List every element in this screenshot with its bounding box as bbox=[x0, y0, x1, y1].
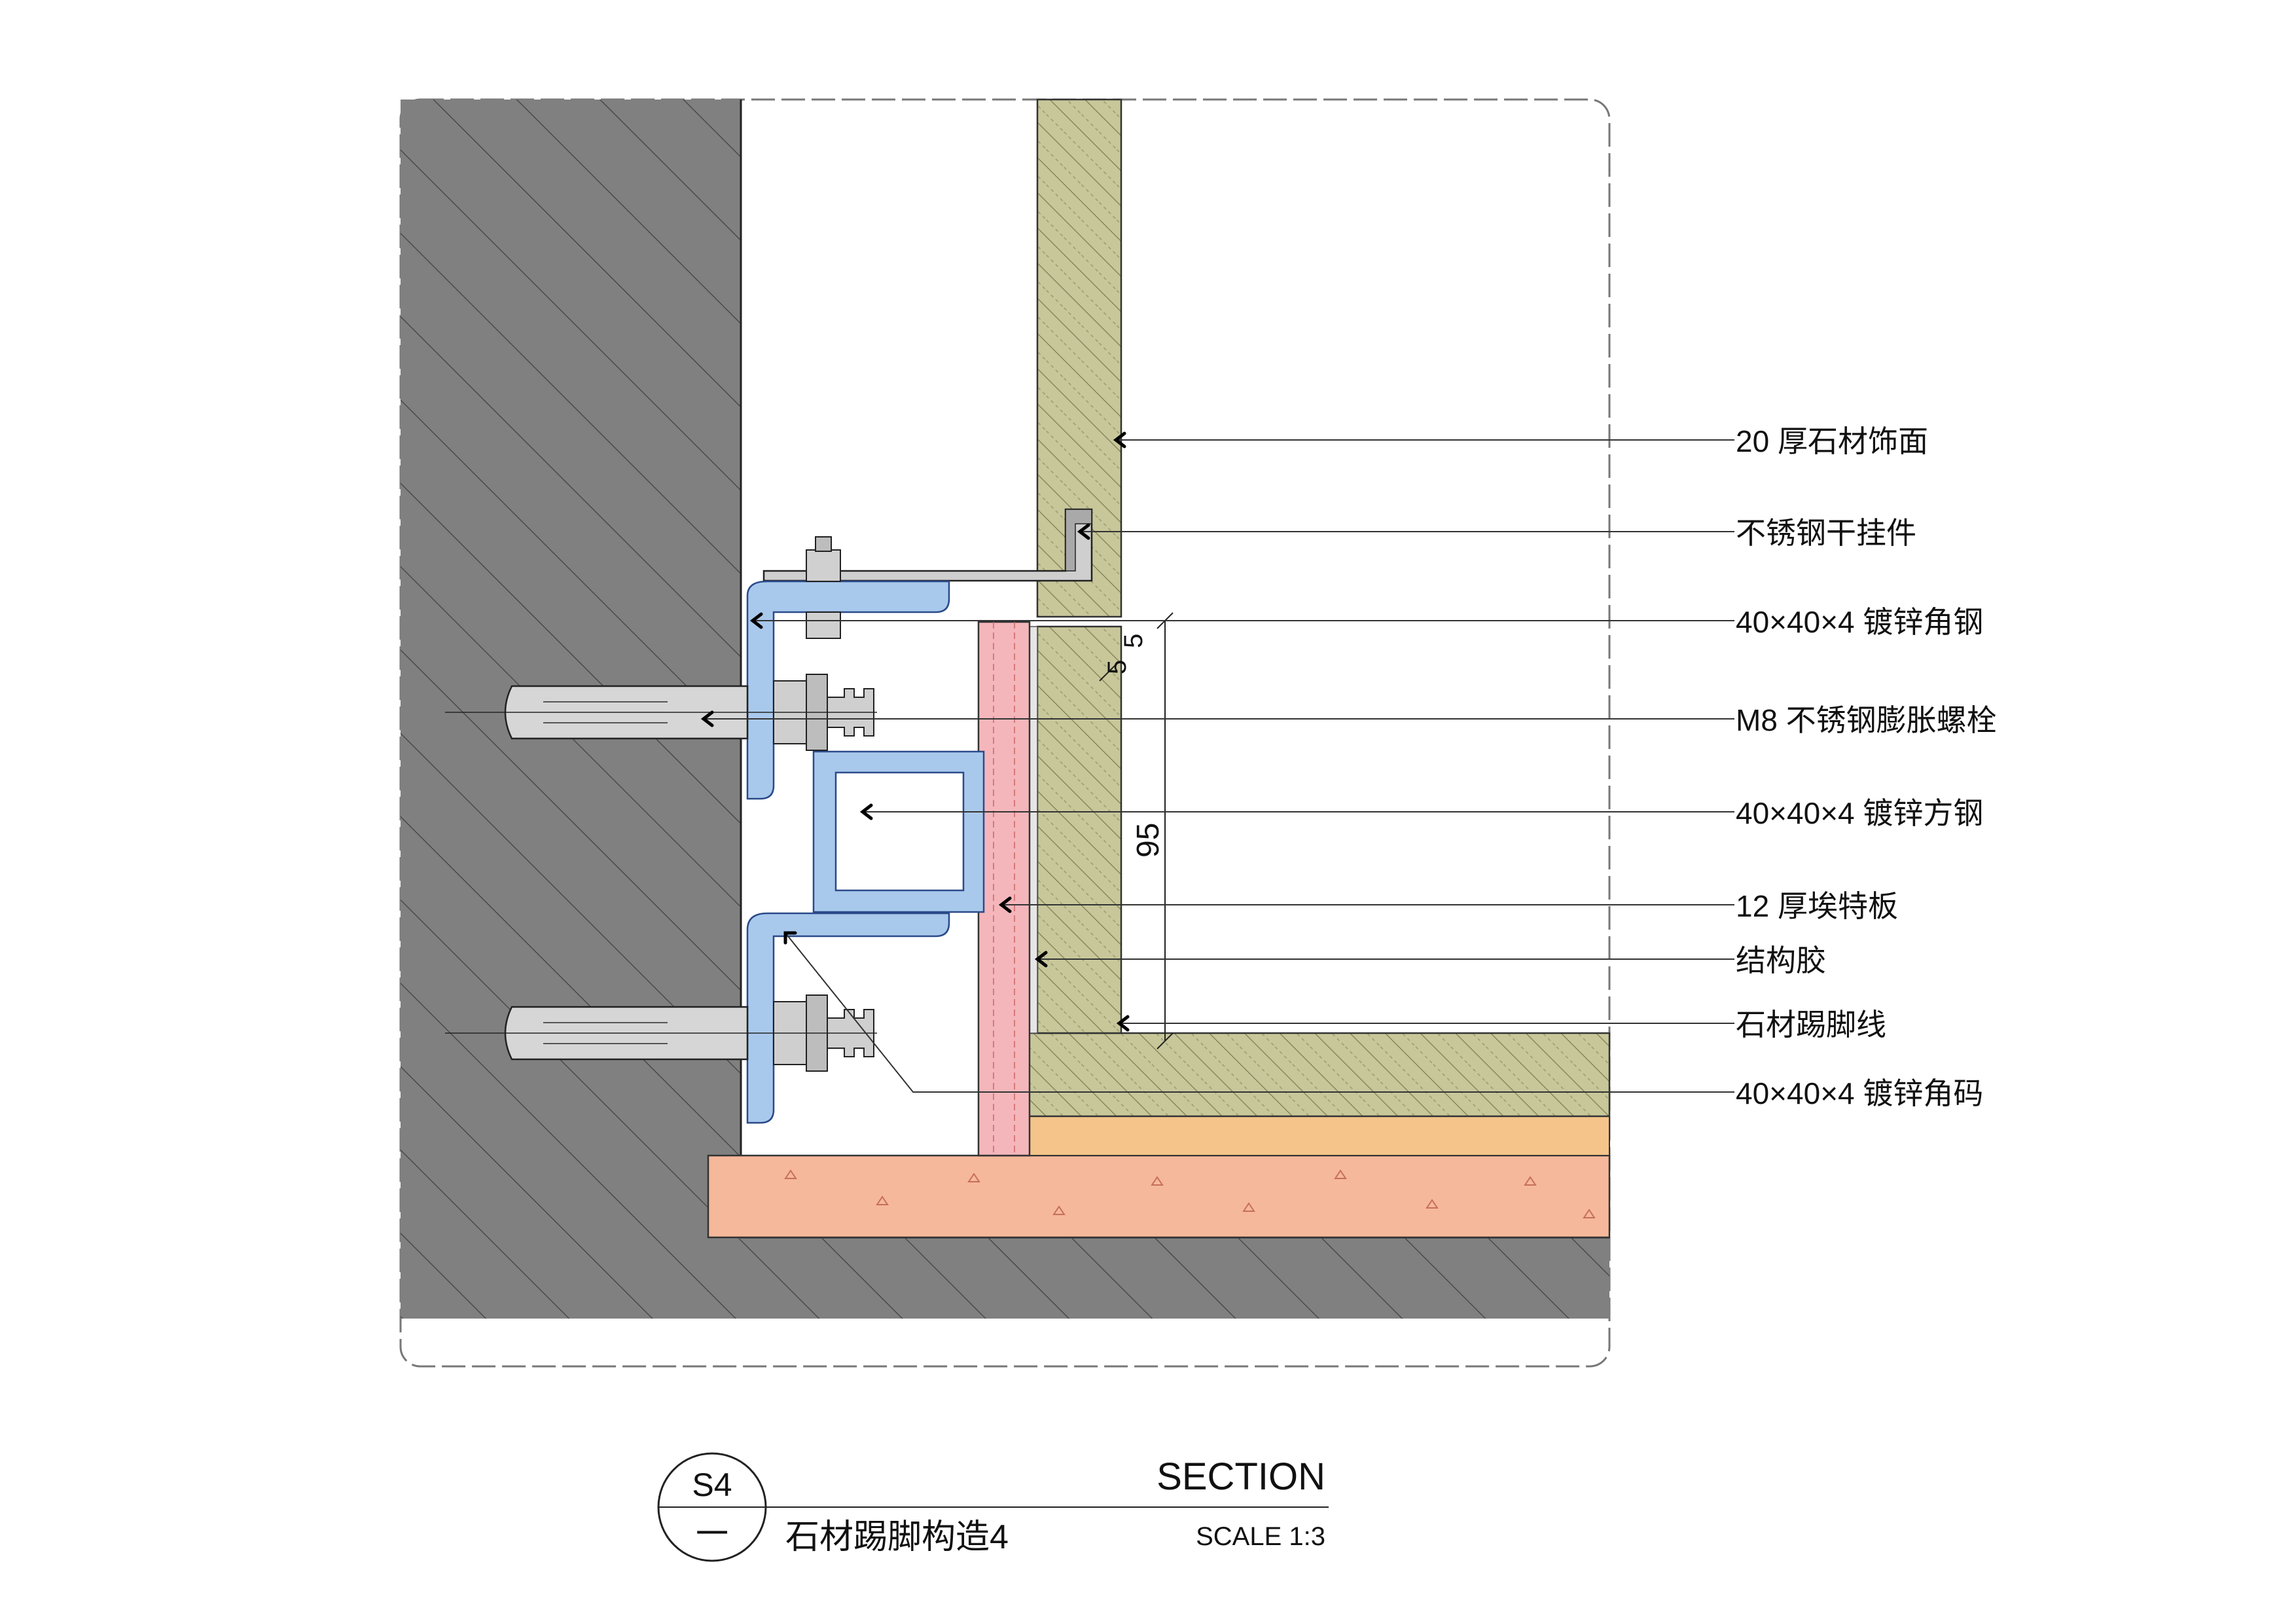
adhesive-strip bbox=[1029, 626, 1038, 1034]
callout-stone-skirting: 石材踢脚线 bbox=[1736, 1008, 1886, 1042]
callout-expansion-bolt: M8 不锈钢膨胀螺栓 bbox=[1736, 703, 1997, 737]
callout-angle-bracket: 40×40×4 镀锌角码 bbox=[1736, 1076, 1983, 1110]
stone-floor bbox=[1028, 1032, 1611, 1118]
title-symbol-bottom: 一 bbox=[696, 1516, 728, 1552]
callout-dry-hang: 不锈钢干挂件 bbox=[1736, 516, 1916, 550]
callout-adhesive: 结构胶 bbox=[1736, 943, 1826, 977]
eter-board bbox=[977, 621, 1031, 1157]
title-section-label: SECTION bbox=[1157, 1455, 1325, 1498]
title-scale: SCALE 1:3 bbox=[1196, 1522, 1325, 1551]
callout-eter-board: 12 厚埃特板 bbox=[1736, 889, 1898, 923]
dim-5-b: 5 bbox=[1103, 660, 1132, 674]
bedding-layer bbox=[1028, 1116, 1610, 1156]
callout-square-tube: 40×40×4 镀锌方钢 bbox=[1736, 796, 1983, 830]
expansion-bolt-upper bbox=[445, 674, 877, 751]
dim-5-a: 5 bbox=[1119, 634, 1148, 648]
title-name: 石材踢脚构造4 bbox=[785, 1518, 1009, 1556]
title-block: S4 一 石材踢脚构造4 SECTION SCALE 1:3 bbox=[657, 1452, 1329, 1562]
screed-layer bbox=[707, 1154, 1611, 1239]
callout-angle-steel: 40×40×4 镀锌角钢 bbox=[1736, 605, 1983, 639]
square-tube bbox=[812, 750, 985, 913]
title-symbol-top: S4 bbox=[692, 1467, 732, 1503]
leader-lines bbox=[704, 439, 1734, 1093]
leader-arrows bbox=[700, 431, 1130, 1032]
top-bolt bbox=[806, 536, 841, 639]
stone-skirting bbox=[1036, 625, 1122, 1034]
upper-angle-steel bbox=[746, 580, 950, 800]
expansion-bolt-lower bbox=[445, 994, 877, 1072]
lower-angle-bracket bbox=[746, 912, 950, 1124]
callout-stone-face: 20 厚石材饰面 bbox=[1736, 424, 1928, 458]
dim-95: 95 bbox=[1131, 823, 1166, 858]
concrete-floor bbox=[741, 1236, 1609, 1319]
dry-hang-clip-tab bbox=[1065, 509, 1092, 572]
drawing-frame bbox=[399, 98, 1611, 1368]
